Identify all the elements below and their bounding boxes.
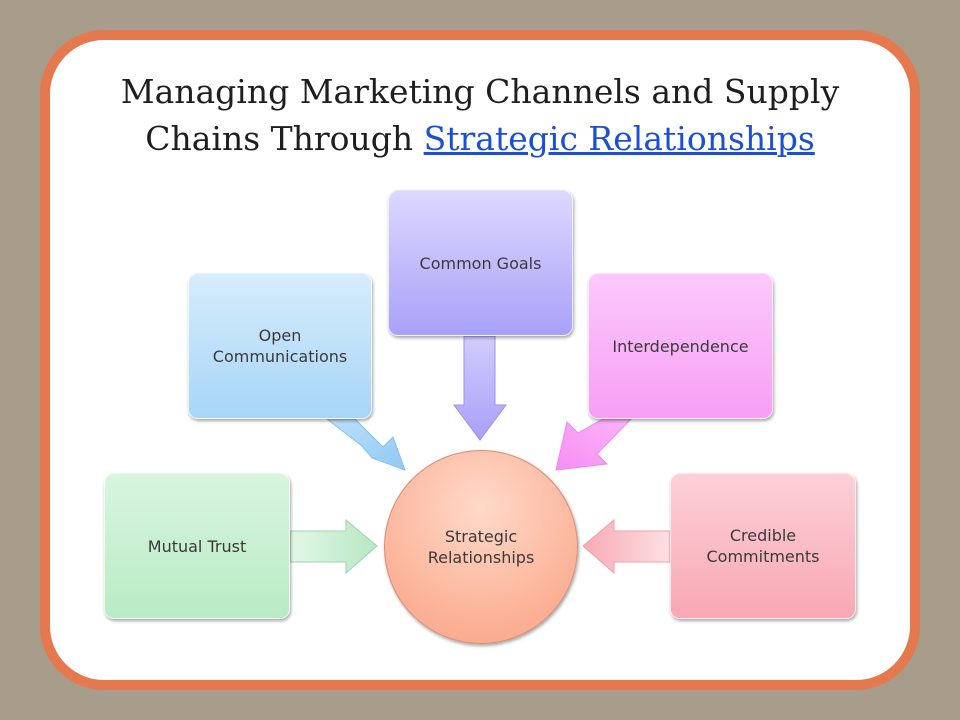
slide-title: Managing Marketing Channels and Supply C… <box>0 68 960 162</box>
node-common-goals: Common Goals <box>388 190 573 336</box>
hub-label: Strategic Relationships <box>427 527 535 567</box>
strategic-relationships-link[interactable]: Strategic Relationships <box>423 119 815 158</box>
node-mutual-trust: Mutual Trust <box>104 473 290 619</box>
strategic-relationships-hub: Strategic Relationships <box>384 450 578 644</box>
arrow-open-communications <box>325 418 406 471</box>
title-prefix: Chains Through <box>145 119 424 158</box>
node-credible-commitments: Credible Commitments <box>670 473 856 619</box>
arrow-common-goals <box>453 335 507 441</box>
node-label: Common Goals <box>419 253 542 273</box>
node-label: Interdependence <box>612 336 749 356</box>
node-label: Open Communications <box>212 326 348 366</box>
node-label: Credible Commitments <box>706 526 820 566</box>
title-line-2: Chains Through Strategic Relationships <box>0 115 960 162</box>
title-line-1: Managing Marketing Channels and Supply <box>120 72 840 111</box>
arrow-interdependence <box>555 418 633 471</box>
arrow-mutual-trust <box>289 518 378 575</box>
node-label: Mutual Trust <box>147 536 247 556</box>
arrow-credible-commitments <box>582 518 671 575</box>
node-interdependence: Interdependence <box>588 273 773 419</box>
node-open-communications: Open Communications <box>188 273 372 419</box>
